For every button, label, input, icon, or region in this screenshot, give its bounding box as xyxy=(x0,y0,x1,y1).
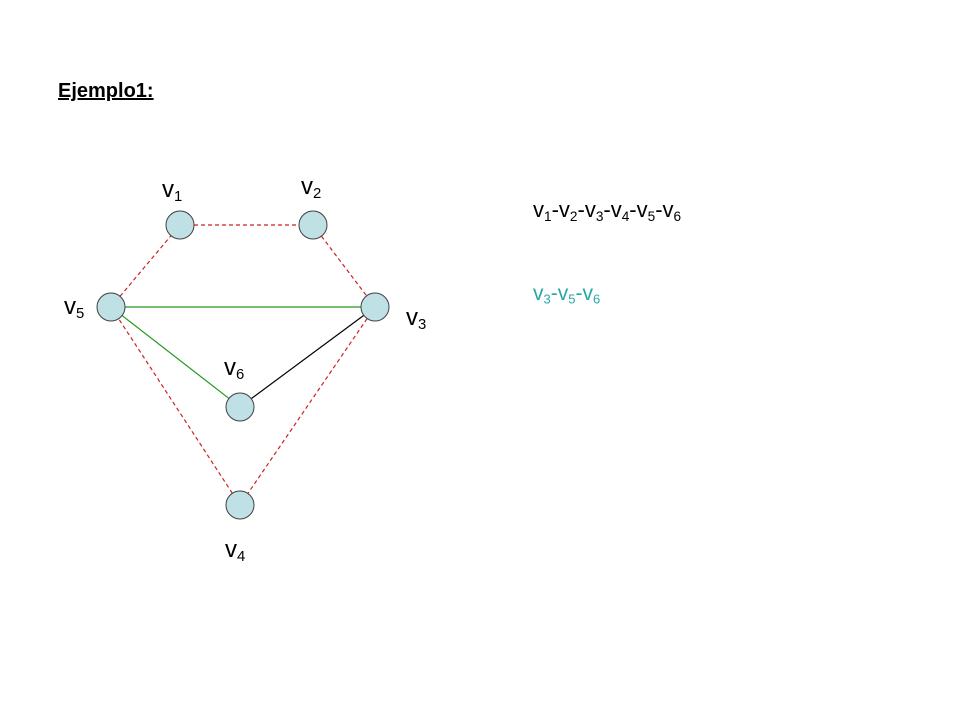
vertex-label-v4: v4 xyxy=(225,536,246,566)
vertex-label-v2: v2 xyxy=(301,173,322,203)
node-v2 xyxy=(298,210,328,240)
node-v1 xyxy=(165,210,195,240)
node-v6 xyxy=(225,392,255,422)
node-v5 xyxy=(96,292,126,322)
edge-v2-v3 xyxy=(320,235,368,297)
highlighted-path-sequence: v3-v5-v6 xyxy=(533,282,601,307)
edge-v3-v4 xyxy=(247,318,368,494)
edge-v6-v3 xyxy=(250,314,365,400)
node-v4 xyxy=(225,490,255,520)
vertex-label-v1: v1 xyxy=(162,176,183,206)
vertex-label-v6: v6 xyxy=(224,354,245,384)
edge-v5-v6 xyxy=(121,315,230,399)
edge-v4-v5 xyxy=(118,318,233,494)
hamiltonian-cycle-sequence: v1-v2-v3-v4-v5-v6 xyxy=(533,197,682,224)
edge-v5-v1 xyxy=(119,235,172,297)
node-v3 xyxy=(360,292,390,322)
vertex-label-v5: v5 xyxy=(64,293,85,323)
vertex-label-v3: v3 xyxy=(406,304,427,334)
page-title: Ejemplo1: xyxy=(58,80,154,102)
